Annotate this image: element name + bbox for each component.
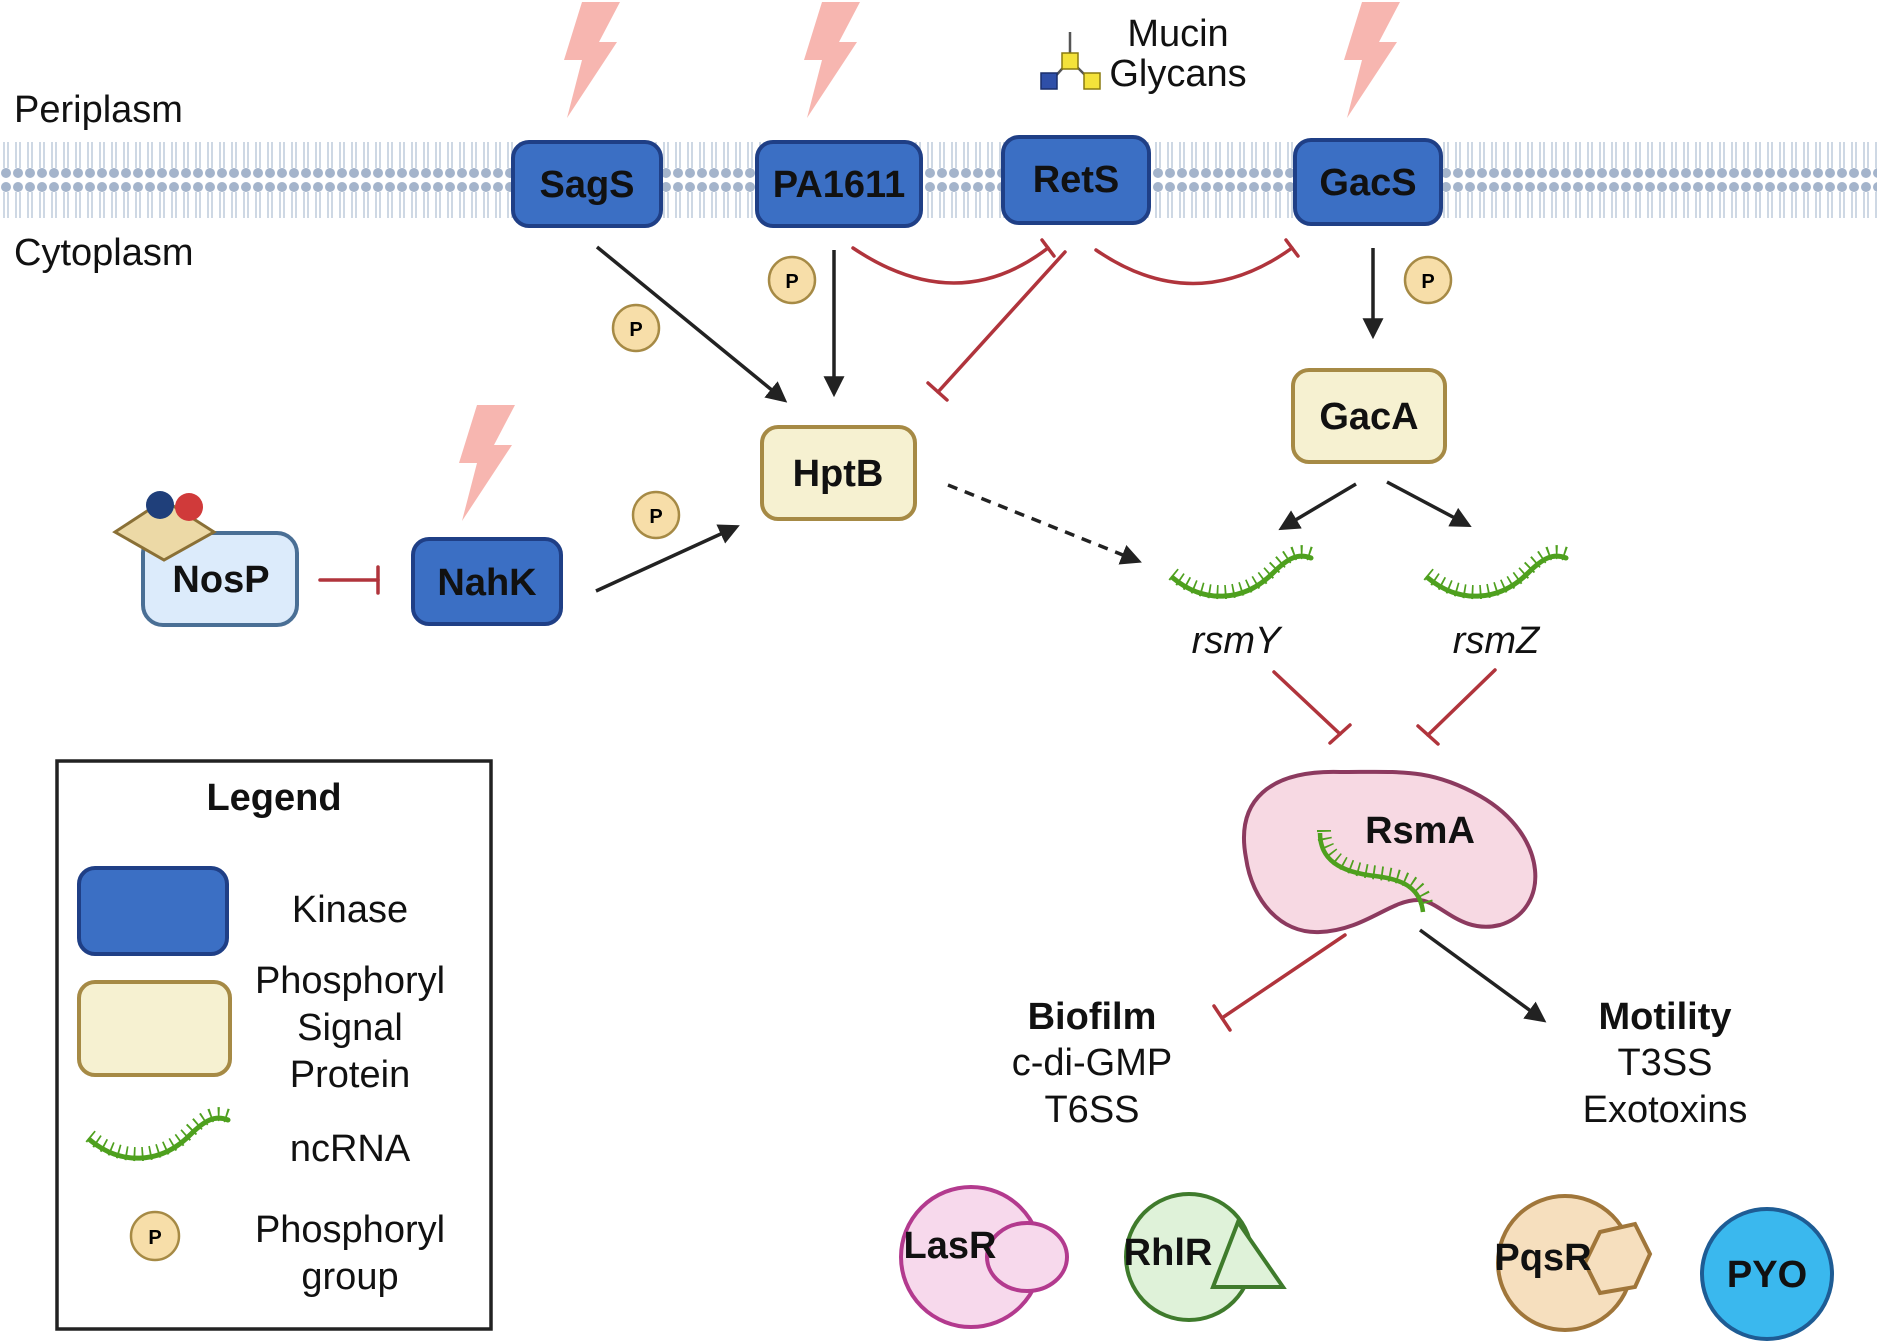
svg-text:GacA: GacA xyxy=(1319,396,1418,438)
legend-phosphoryl-icon xyxy=(129,1210,181,1262)
motility-title: Motility xyxy=(1599,996,1732,1038)
hptb-signal-protein: HptB xyxy=(760,425,917,521)
pyo-molecule: PYO xyxy=(1700,1207,1834,1341)
svg-text:PA1611: PA1611 xyxy=(773,164,905,206)
svg-text:LasR: LasR xyxy=(904,1225,997,1267)
legend-signal-line3: Protein xyxy=(290,1054,410,1096)
legend-signal-swatch xyxy=(77,980,232,1077)
hptb-to-rsmy-dashed-arrow xyxy=(947,483,1142,565)
biofilm-t6ss: T6SS xyxy=(1044,1089,1139,1131)
glycans-label: Glycans xyxy=(1109,53,1246,95)
lasr-receptor: LasR xyxy=(899,1185,1069,1329)
rsma-protein: RsmA xyxy=(1242,769,1538,935)
rsma-to-motility-arrow xyxy=(1418,928,1547,1023)
inhibition-lines xyxy=(318,238,1497,1032)
svg-text:HptB: HptB xyxy=(793,453,884,495)
cytoplasm-label: Cytoplasm xyxy=(14,232,194,274)
legend-kinase-label: Kinase xyxy=(292,889,408,931)
svg-text:RhlR: RhlR xyxy=(1124,1232,1213,1274)
phosphoryl-group-icon: P xyxy=(611,303,661,353)
legend-ncrna-label: ncRNA xyxy=(290,1128,411,1170)
gacs-kinase: GacS xyxy=(1293,138,1443,226)
legend-signal-line2: Signal xyxy=(297,1007,403,1049)
mucin-label: Mucin xyxy=(1127,13,1228,55)
phosphoryl-group-icon: P xyxy=(1403,255,1453,305)
rsmz-inhibits-rsma xyxy=(1426,668,1497,737)
svg-text:SagS: SagS xyxy=(539,164,634,206)
legend-signal-line1: Phosphoryl xyxy=(255,960,445,1002)
rsmy-label: rsmY xyxy=(1192,620,1283,662)
rets-inhibits-gacs xyxy=(1094,246,1294,286)
membrane xyxy=(0,137,1877,227)
pa1611-kinase: PA1611 xyxy=(755,140,923,228)
nahk-to-hptb-arrow xyxy=(595,524,740,593)
svg-text:P: P xyxy=(649,506,662,528)
pqsr-receptor: PqsR xyxy=(1494,1194,1653,1332)
svg-text:PYO: PYO xyxy=(1727,1254,1807,1296)
heme-ligand-icon xyxy=(146,491,174,519)
rets-inhibits-hptb xyxy=(936,250,1067,394)
sags-to-hptb-arrow xyxy=(595,245,788,403)
svg-text:NahK: NahK xyxy=(437,562,537,604)
svg-text:NosP: NosP xyxy=(172,559,269,601)
periplasm-label: Periplasm xyxy=(14,89,183,131)
legend-title: Legend xyxy=(206,777,341,819)
motility-exotoxins: Exotoxins xyxy=(1583,1089,1748,1131)
rsmz-ncrna-icon xyxy=(1428,552,1566,596)
svg-text:P: P xyxy=(148,1227,161,1249)
activation-arrows xyxy=(595,245,1547,1023)
no-ligand-icon xyxy=(175,493,203,521)
rhlr-receptor: RhlR xyxy=(1124,1192,1287,1322)
legend-kinase-swatch xyxy=(77,866,229,956)
phosphoryl-group-icon: P xyxy=(631,490,681,540)
svg-text:P: P xyxy=(629,319,642,341)
nosp-sensor: NosP xyxy=(112,491,299,627)
pa1611-inhibits-rets xyxy=(851,246,1050,285)
svg-text:P: P xyxy=(785,271,798,293)
lightning-icon xyxy=(459,2,1400,521)
svg-text:PqsR: PqsR xyxy=(1494,1237,1591,1279)
legend: Legend Kinase Phosphoryl Signal Protein … xyxy=(55,759,493,1331)
nahk-kinase: NahK xyxy=(411,537,563,626)
rsma-inhibits-biofilm xyxy=(1220,933,1347,1020)
rsmy-ncrna-icon xyxy=(1173,552,1311,596)
biofilm-cdigmp: c-di-GMP xyxy=(1012,1042,1172,1084)
svg-text:GacS: GacS xyxy=(1319,162,1416,204)
rets-kinase: RetS xyxy=(1001,135,1151,225)
svg-text:RsmA: RsmA xyxy=(1365,810,1475,852)
gaca-to-rsmz-arrow xyxy=(1386,480,1472,527)
mucin-glycan-icon xyxy=(1040,32,1101,90)
svg-text:RetS: RetS xyxy=(1033,159,1120,201)
rsmy-inhibits-rsma xyxy=(1272,670,1342,736)
svg-text:P: P xyxy=(1421,271,1434,293)
legend-group-line2: group xyxy=(301,1256,398,1298)
biofilm-title: Biofilm xyxy=(1028,996,1157,1038)
motility-t3ss: T3SS xyxy=(1617,1042,1712,1084)
sags-kinase: SagS xyxy=(511,140,663,228)
gaca-signal-protein: GacA xyxy=(1291,368,1447,464)
phosphoryl-group-icon: P xyxy=(767,255,817,305)
rsmz-label: rsmZ xyxy=(1453,620,1541,662)
gaca-to-rsmy-arrow xyxy=(1278,482,1357,531)
legend-group-line1: Phosphoryl xyxy=(255,1209,445,1251)
